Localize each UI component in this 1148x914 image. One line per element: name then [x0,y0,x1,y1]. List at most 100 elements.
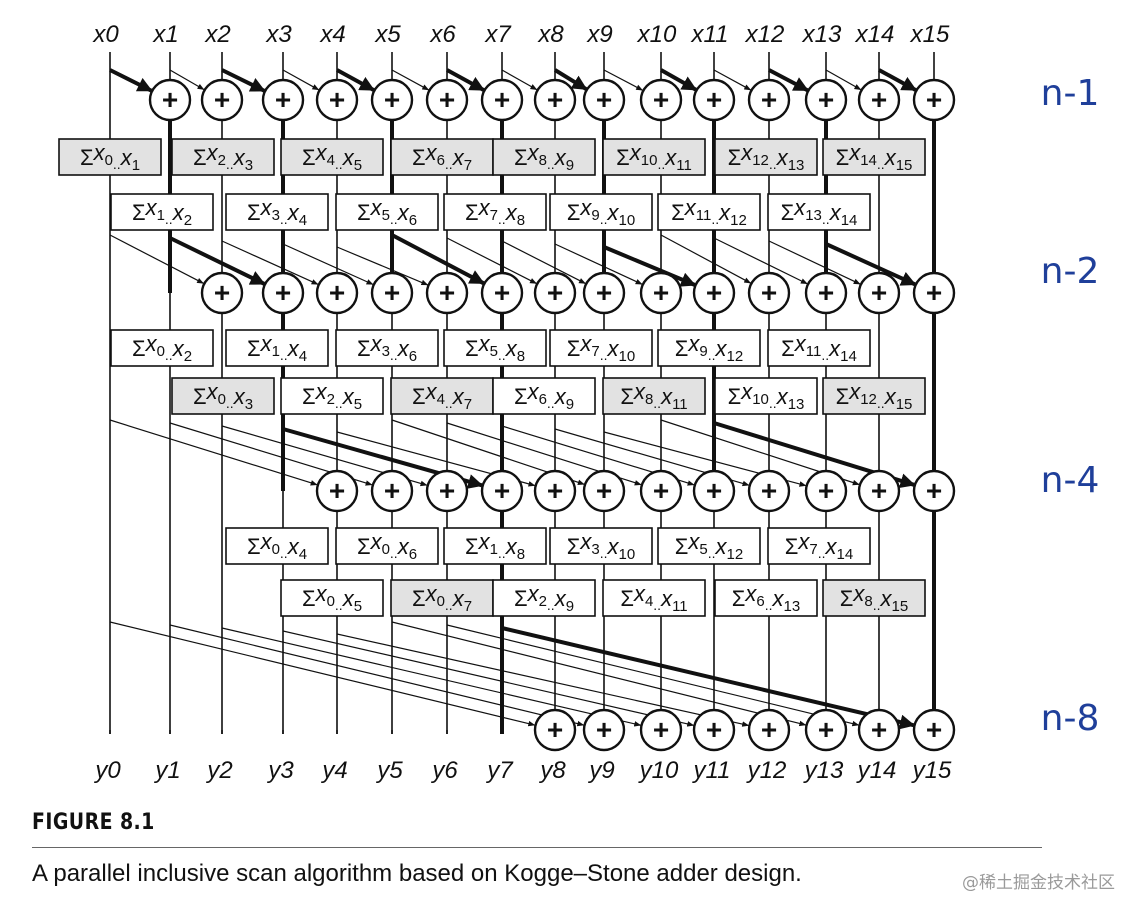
adder-node: + [692,708,736,752]
partial-sum-frame [492,138,596,176]
adder-circle [804,78,848,122]
partial-sum-label: Σx10..x13 [728,379,805,413]
carry-arrow [603,245,697,287]
carry-arrow [336,633,750,727]
adder-node: + [857,78,901,122]
partial-sum-label: Σx5..x8 [465,331,525,365]
carry-arrow [169,624,585,727]
plus-symbol: + [214,84,230,115]
partial-sum-label: Σx13..x14 [781,195,858,229]
input-label: x6 [429,21,456,48]
partial-sum-frame [335,527,439,565]
plus-symbol: + [439,277,455,308]
output-label: y12 [746,757,787,784]
partial-sum-frame [714,579,818,617]
adder-circle [692,78,736,122]
carry-arrow [554,243,643,285]
adder-circle [692,469,736,513]
partial-sum-label: Σx9..x10 [567,195,635,229]
partial-sum-box: Σx4..x5 [280,138,384,176]
plus-symbol: + [871,84,887,115]
partial-sum-label: Σx2..x5 [302,379,362,413]
input-label: x9 [586,21,612,48]
adder-circle [639,271,683,315]
adder-circle [200,78,244,122]
partial-sum-label: Σx11..x14 [781,331,857,365]
adder-circle [425,78,469,122]
carry-arrow [825,242,917,287]
adder-circle [533,469,577,513]
partial-sum-box: Σx0..x7 [390,579,494,617]
adder-node: + [912,78,956,122]
output-label: y2 [205,757,232,784]
carry-arrow [768,240,861,285]
partial-sum-label: Σx4..x7 [412,379,472,413]
carry-arrow [169,69,205,91]
input-label: x10 [637,21,677,48]
partial-sum-label: Σx7..x14 [785,529,853,563]
partial-sum-frame [58,138,162,176]
adder-circle [480,271,524,315]
partial-sum-label: Σx3..x10 [567,529,635,563]
carry-arrow [169,236,266,286]
carry-arrow [713,237,808,285]
partial-sum-frame [549,329,653,367]
plus-symbol: + [547,277,563,308]
adder-circle [425,469,469,513]
partial-sum-box: Σx3..x10 [549,527,653,565]
partial-sum-label: Σx0..x6 [357,529,417,563]
partial-sum-label: Σx2..x9 [514,581,574,615]
plus-symbol: + [761,714,777,745]
partial-sum-box: Σx8..x11 [602,377,706,415]
adder-node: + [200,78,244,122]
carry-arrow [109,68,153,93]
adder-node: + [747,271,791,315]
figure-label: FIGURE 8.1 [32,810,155,835]
adder-node: + [804,469,848,513]
adder-circle [912,469,956,513]
adder-node: + [425,78,469,122]
adder-node: + [582,469,626,513]
partial-sum-box: Σx8..x9 [492,138,596,176]
plus-symbol: + [818,714,834,745]
partial-sum-frame [225,527,329,565]
watermark: @稀土掘金技术社区 [962,873,1115,893]
carry-arrow [501,69,538,91]
partial-sum-label: Σx8..x15 [840,581,908,615]
stage-note: n-1 [1041,73,1100,114]
adder-node: + [857,271,901,315]
adder-node: + [480,78,524,122]
adder-circle [582,78,626,122]
plus-symbol: + [818,277,834,308]
output-label: y13 [803,757,844,784]
output-label: y9 [587,757,614,784]
plus-symbol: + [214,277,230,308]
carry-arrow [391,233,485,285]
input-label: x13 [802,21,842,48]
adder-circle [370,271,414,315]
adder-circle [747,708,791,752]
partial-sum-frame [714,138,818,176]
partial-sum-box: Σx7..x10 [549,329,653,367]
partial-sum-frame [390,138,494,176]
output-label: y10 [638,757,679,784]
partial-sum-box: Σx14..x15 [822,138,926,176]
adder-node: + [533,708,577,752]
partial-sum-box: Σx5..x6 [335,193,439,231]
adder-circle [261,271,305,315]
partial-sum-frame [335,329,439,367]
adder-node: + [425,271,469,315]
adder-node: + [912,708,956,752]
adder-circle [639,708,683,752]
adder-circle [912,78,956,122]
plus-symbol: + [596,714,612,745]
adder-circle [639,469,683,513]
carry-arrow [768,68,809,92]
partial-sum-label: Σx8..x11 [620,379,687,413]
partial-sum-box: Σx6..x13 [714,579,818,617]
carry-arrow [221,627,642,727]
partial-sum-frame [767,193,871,231]
adder-node: + [639,708,683,752]
